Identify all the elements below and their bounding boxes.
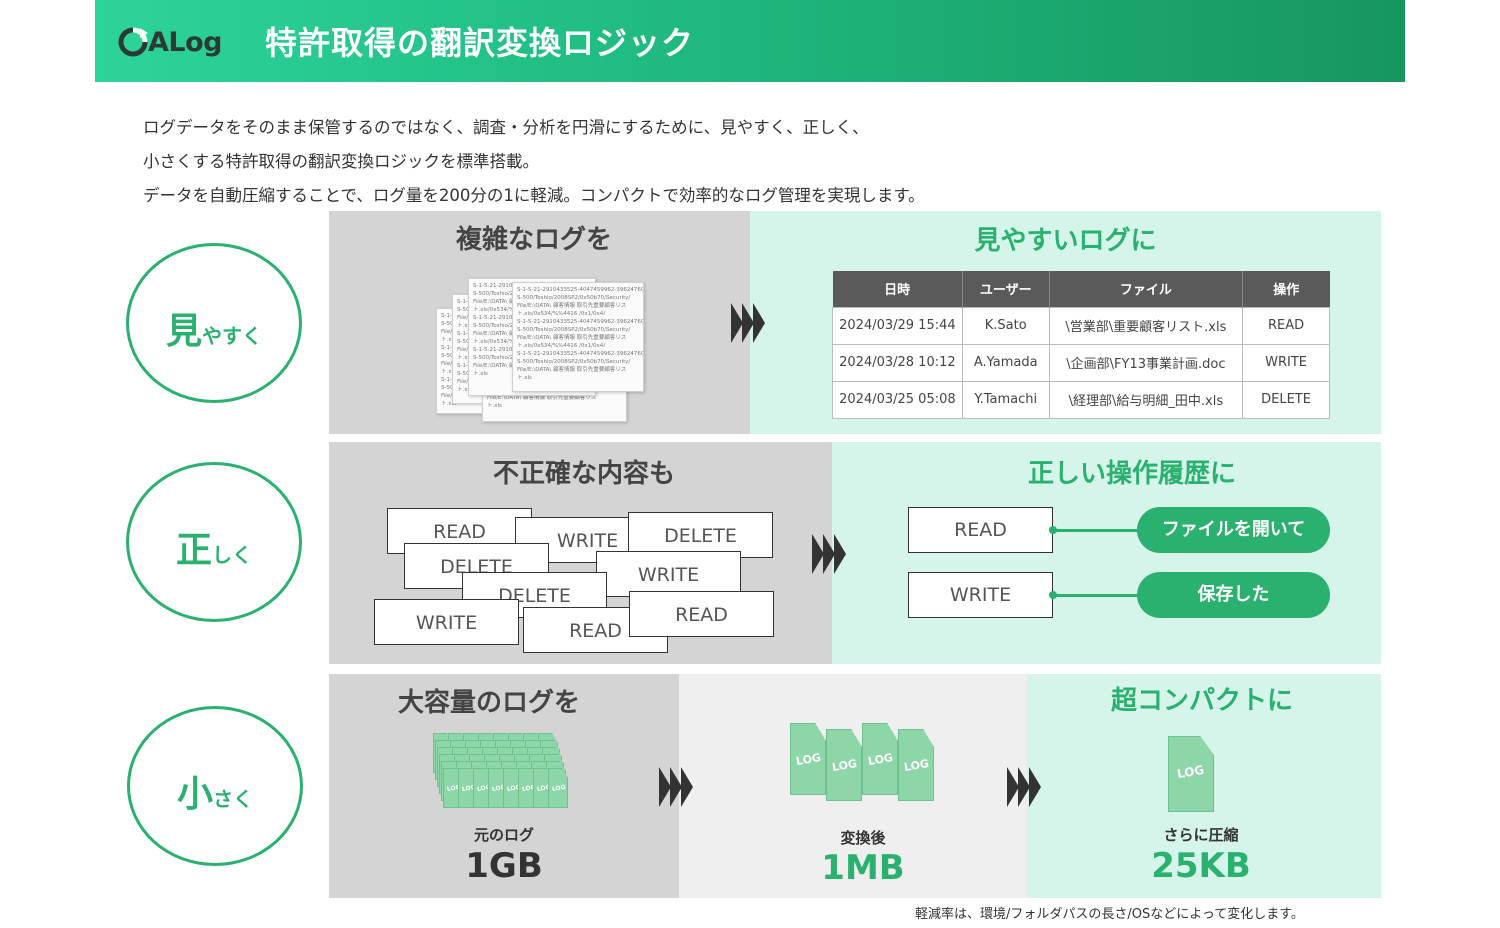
intro-line-3: データを自動圧縮することで、ログ量を200分の1に軽減。コンパクトで効率的なログ… — [143, 186, 925, 205]
table-cell: \経理部\給与明細_田中.xls — [1048, 380, 1244, 419]
connector-line — [1053, 529, 1143, 532]
correct-circle-big: 正 — [175, 530, 212, 571]
log-file-25kb-icon: LOG — [1168, 736, 1216, 814]
arrow-chevrons-icon — [1007, 767, 1041, 807]
correct-right-panel — [832, 442, 1381, 664]
meaning-pill-open: ファイルを開いて — [1137, 507, 1330, 553]
alog-logo-icon — [118, 27, 148, 57]
small-circle-big: 小 — [176, 774, 213, 815]
arrow-chevrons-icon — [731, 303, 765, 343]
footnote: 軽減率は、環境/フォルダパスの長さ/OSなどによって変化します。 — [915, 907, 1304, 922]
log-file-icon: LOG — [898, 729, 934, 801]
table-cell: \企画部\FY13事業計画.doc — [1048, 343, 1244, 382]
small-circle: 小さく — [127, 706, 303, 866]
table-cell: READ — [1242, 306, 1330, 345]
table-cell: Y.Tamachi — [961, 380, 1050, 419]
stage-caption: 元のログ — [473, 826, 534, 844]
log-file-label: LOG — [867, 750, 895, 768]
table-cell: A.Yamada — [961, 343, 1050, 382]
log-file-label: LOG — [551, 783, 567, 794]
correct-left-title: 不正確な内容も — [492, 459, 675, 489]
readable-circle-big: 見 — [165, 311, 202, 352]
log-file-icon: LOG — [862, 723, 898, 795]
scattered-op-box: READ — [629, 591, 774, 637]
log-file-icon: LOG — [548, 768, 568, 808]
table-header: 操作 — [1242, 271, 1330, 307]
mapped-op-read: READ — [908, 507, 1053, 553]
meaning-pill-save: 保存した — [1137, 572, 1330, 618]
readable-left-title: 複雑なログを — [455, 225, 612, 255]
header-banner — [95, 0, 1405, 82]
correct-circle: 正しく — [126, 462, 302, 622]
table-header: ファイル — [1049, 271, 1244, 307]
log-table: 日時 ユーザー ファイル 操作 2024/03/29 15:44 K.Sato … — [832, 271, 1330, 419]
log-files-1gb-icon: LOGLOGLOGLOGLOGLOGLOGLOGLOGLOGLOGLOGLOGL… — [433, 733, 573, 815]
log-file-label: LOG — [831, 756, 859, 774]
table-header: 日時 — [832, 271, 963, 307]
stage-size: 25KB — [1151, 846, 1251, 886]
log-files-1mb-icon: LOG LOG LOG LOG — [790, 723, 940, 803]
readable-right-title: 見やすいログに — [974, 226, 1157, 256]
table-cell: K.Sato — [961, 306, 1050, 345]
alog-logo: ALog — [118, 22, 222, 62]
scattered-op-box: WRITE — [374, 599, 519, 645]
stage-size: 1MB — [821, 848, 905, 888]
mapped-op-write: WRITE — [908, 572, 1053, 618]
stage-caption: 変換後 — [840, 829, 886, 847]
scattered-op-box: DELETE — [628, 512, 773, 558]
connector-dot — [1049, 526, 1057, 534]
stage-size: 1GB — [465, 846, 543, 886]
table-cell: 2024/03/25 05:08 — [832, 380, 963, 419]
connector-line — [1053, 594, 1143, 597]
table-row: 2024/03/29 15:44 K.Sato \営業部\重要顧客リスト.xls… — [832, 306, 1330, 345]
readable-circle: 見やすく — [126, 243, 302, 403]
small-circle-small: さく — [213, 787, 253, 811]
table-row: 2024/03/28 10:12 A.Yamada \企画部\FY13事業計画.… — [832, 343, 1330, 382]
intro-line-1: ログデータをそのまま保管するのではなく、調査・分析を円滑にするために、見やすく、… — [143, 118, 869, 137]
arrow-chevrons-icon — [812, 534, 846, 574]
table-cell: WRITE — [1242, 343, 1330, 382]
page-title: 特許取得の翻訳変換ロジック — [265, 24, 695, 62]
log-file-label: LOG — [795, 750, 823, 768]
correct-circle-small: しく — [212, 543, 252, 567]
table-header: ユーザー — [962, 271, 1050, 307]
log-file-icon: LOG — [826, 729, 862, 801]
connector-dot — [1049, 591, 1057, 599]
table-cell: 2024/03/29 15:44 — [832, 306, 963, 345]
stage-caption: さらに圧縮 — [1163, 826, 1239, 844]
log-file-icon: LOG — [790, 723, 826, 795]
logo-text: ALog — [148, 26, 222, 58]
correct-right-title: 正しい操作履歴に — [1027, 459, 1236, 489]
raw-log-paper: S-1-5-21-2910433525-4047459962-396247609… — [512, 282, 644, 392]
log-file-label: LOG — [903, 756, 931, 774]
table-row: 2024/03/25 05:08 Y.Tamachi \経理部\給与明細_田中.… — [832, 380, 1330, 419]
table-header-row: 日時 ユーザー ファイル 操作 — [832, 271, 1330, 307]
table-cell: \営業部\重要顧客リスト.xls — [1048, 306, 1244, 345]
small-right-title: 超コンパクトに — [1110, 686, 1293, 716]
log-file-label: LOG — [1175, 762, 1206, 782]
readable-circle-small: やすく — [202, 324, 262, 348]
intro-line-2: 小さくする特許取得の翻訳変換ロジックを標準搭載。 — [143, 152, 539, 171]
scattered-op-box: WRITE — [596, 551, 741, 597]
small-left-title: 大容量のログを — [397, 688, 580, 718]
table-cell: 2024/03/28 10:12 — [832, 343, 963, 382]
table-cell: DELETE — [1242, 380, 1330, 419]
arrow-chevrons-icon — [659, 767, 693, 807]
